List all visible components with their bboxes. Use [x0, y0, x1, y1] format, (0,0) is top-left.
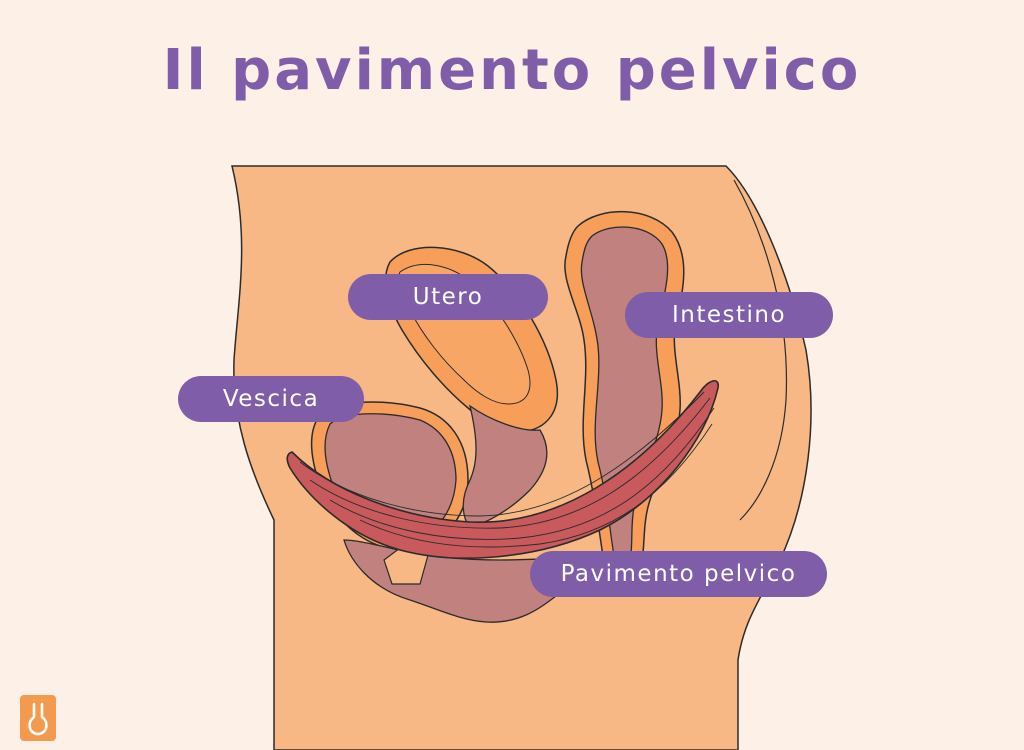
muscle-fibre [329, 407, 715, 540]
back-contour-line [733, 179, 788, 521]
brand-logo [20, 695, 56, 741]
label-vescica: Vescica [178, 376, 364, 422]
muscle-fibre [309, 397, 711, 529]
vaginal-canal [462, 404, 548, 529]
page-title: Il pavimento pelvico [162, 38, 862, 103]
label-utero: Utero [348, 274, 548, 320]
muscle-fibre [359, 423, 713, 548]
muscle-fibre [299, 391, 705, 517]
label-pavimento-pelvico: Pavimento pelvico [530, 551, 827, 597]
label-intestino: Intestino [625, 292, 833, 338]
pelvic-floor-muscle [286, 380, 719, 559]
drop-icon [28, 702, 48, 736]
